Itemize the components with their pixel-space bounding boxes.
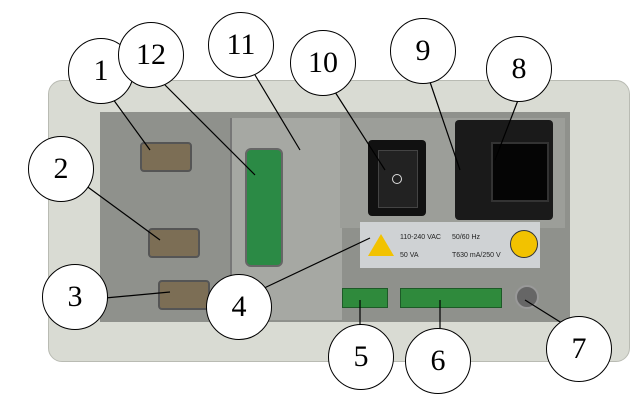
terminal-block-6pin	[400, 288, 502, 308]
callout-2: 2	[28, 136, 94, 202]
callout-8: 8	[486, 36, 552, 102]
serial-port-2	[148, 228, 200, 258]
terminal-block-3pin	[342, 288, 388, 308]
power-text: 50 VA	[400, 252, 419, 259]
callout-10: 10	[290, 30, 356, 96]
switch-off-mark	[392, 174, 402, 184]
serial-port-3	[158, 280, 210, 310]
power-switch	[368, 140, 426, 216]
frequency-text: 50/60 Hz	[452, 234, 481, 241]
callout-7: 7	[546, 316, 612, 382]
callout-4: 4	[206, 274, 272, 340]
high-voltage-warning-icon	[368, 234, 394, 256]
callout-3: 3	[42, 264, 108, 330]
serial-port-1	[140, 142, 192, 172]
callout-11: 11	[208, 12, 274, 78]
voltage-text: 110-240 VAC	[400, 234, 441, 241]
fuse-text: T630 mA/250 V	[452, 252, 501, 259]
callout-9: 9	[390, 18, 456, 84]
callout-12: 12	[118, 22, 184, 88]
ground-icon	[510, 230, 538, 258]
callout-5: 5	[328, 324, 394, 390]
rating-label: 110-240 VAC 50/60 Hz 50 VA T630 mA/250 V	[360, 222, 540, 268]
parallel-connector	[245, 148, 283, 267]
callout-6: 6	[405, 328, 471, 394]
ground-stud	[515, 285, 539, 309]
